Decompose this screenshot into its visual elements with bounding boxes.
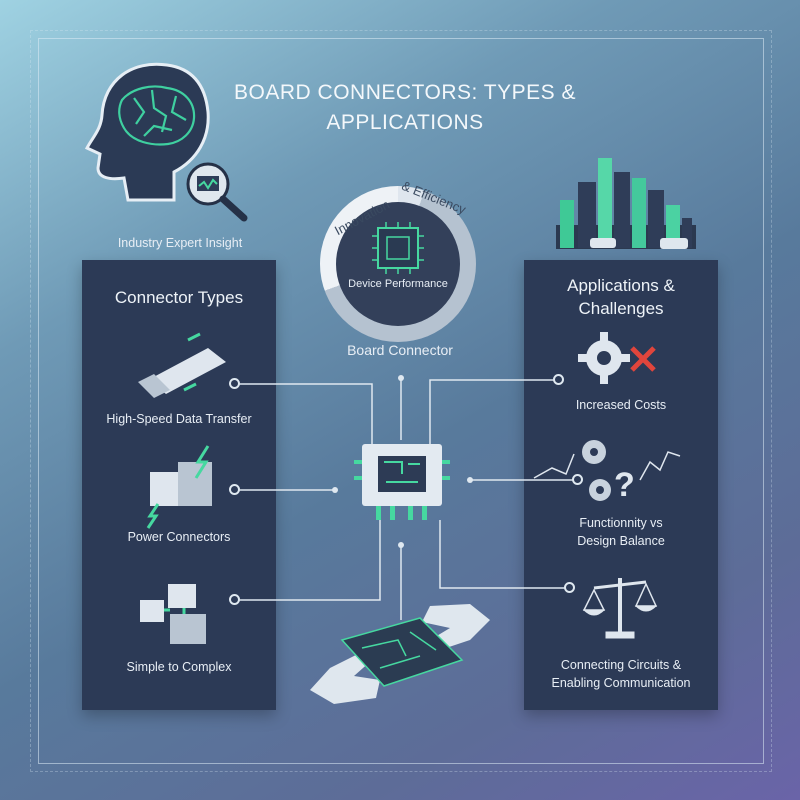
increased-costs-label: Increased Costs [575, 398, 667, 412]
connecting-circuits-label-line2: Enabling Communication [551, 676, 691, 690]
connector-types-heading: Connector Types [114, 288, 244, 307]
connector-types-panel: Connector Types [82, 260, 276, 710]
connector-node-complex [229, 594, 240, 605]
connector-node-data [229, 378, 240, 389]
page-title: BOARD CONNECTORS: TYPES & APPLICATIONS [234, 81, 576, 134]
hub-caption: Board Connector [347, 342, 453, 358]
functionality-label-line2: Design Balance [577, 534, 665, 548]
high-speed-label: High-Speed Data Transfer [106, 412, 252, 426]
application-node-balance [572, 474, 583, 485]
applications-panel: Applications & Challenges [524, 260, 718, 710]
application-node-costs [553, 374, 564, 385]
connector-node-power [229, 484, 240, 495]
applications-heading-line2: Challenges [578, 299, 664, 318]
application-node-circuits [564, 582, 575, 593]
functionality-label-line1: Functionnity vs [579, 516, 663, 530]
power-connectors-label: Power Connectors [127, 530, 231, 544]
hub-inner-label: Device Performance [348, 278, 448, 290]
applications-heading-line1: Applications & [567, 276, 675, 295]
connecting-circuits-label-line1: Connecting Circuits & [560, 658, 682, 672]
industry-insight-caption: Industry Expert Insight [117, 236, 243, 250]
simple-complex-label: Simple to Complex [126, 660, 232, 674]
